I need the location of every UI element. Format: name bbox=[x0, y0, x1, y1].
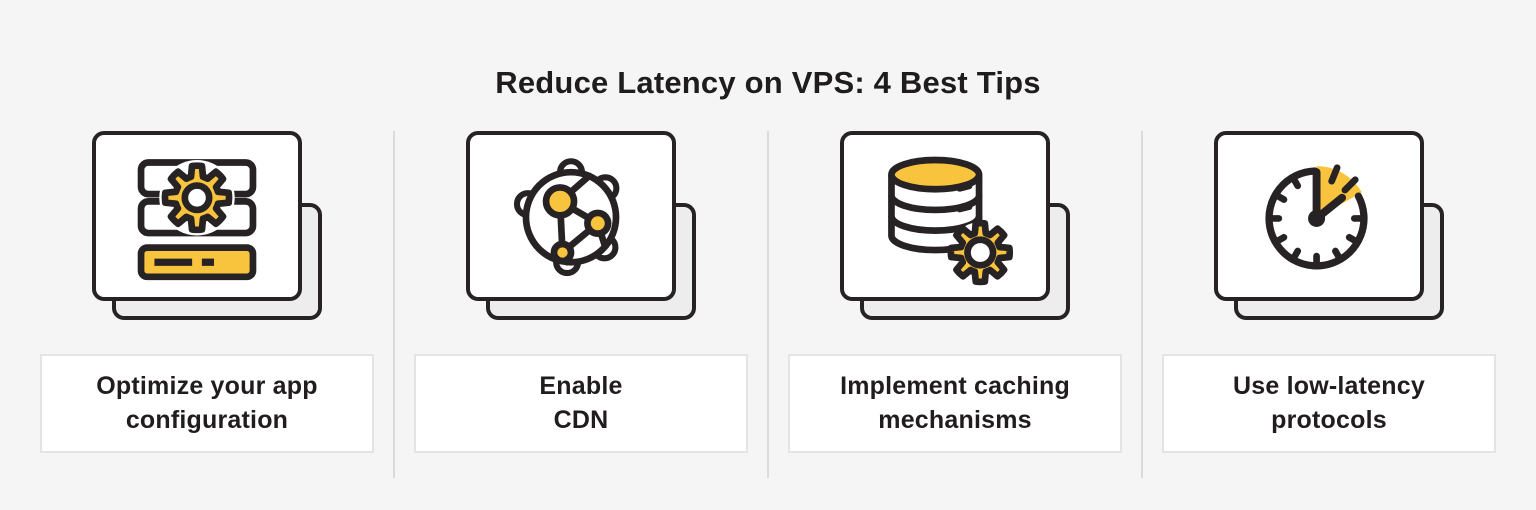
app-config-server-icon bbox=[137, 159, 257, 281]
tips-board: Optimize your app configuration bbox=[20, 131, 1516, 478]
tip-label-box: Implement caching mechanisms bbox=[788, 354, 1122, 453]
tip-illustration bbox=[840, 131, 1072, 323]
tip-label-box: Optimize your app configuration bbox=[40, 354, 374, 453]
cdn-globe-network-icon bbox=[513, 158, 620, 277]
tip-label: Use low-latency protocols bbox=[1233, 371, 1425, 434]
tip-column-cdn: Enable CDN bbox=[394, 131, 769, 478]
card bbox=[92, 131, 302, 301]
page-title: Reduce Latency on VPS: 4 Best Tips bbox=[495, 64, 1041, 100]
tip-label: Enable CDN bbox=[539, 371, 623, 434]
low-latency-timer-icon bbox=[1265, 164, 1368, 270]
column-divider bbox=[767, 131, 769, 478]
column-divider bbox=[393, 131, 395, 478]
tip-column-protocols: Use low-latency protocols bbox=[1142, 131, 1516, 478]
tip-label-box: Enable CDN bbox=[414, 354, 748, 453]
tip-illustration bbox=[1214, 131, 1446, 323]
card bbox=[1214, 131, 1424, 301]
column-divider bbox=[1141, 131, 1143, 478]
tip-column-caching: Implement caching mechanisms bbox=[768, 131, 1143, 478]
tip-column-app-config: Optimize your app configuration bbox=[20, 131, 395, 478]
card bbox=[466, 131, 676, 301]
card bbox=[840, 131, 1050, 301]
database-cache-gear-icon bbox=[888, 156, 1018, 289]
tip-label-box: Use low-latency protocols bbox=[1162, 354, 1496, 453]
tip-label: Optimize your app configuration bbox=[96, 371, 318, 434]
tip-illustration bbox=[466, 131, 698, 323]
tip-illustration bbox=[92, 131, 324, 323]
tip-label: Implement caching mechanisms bbox=[840, 371, 1070, 434]
